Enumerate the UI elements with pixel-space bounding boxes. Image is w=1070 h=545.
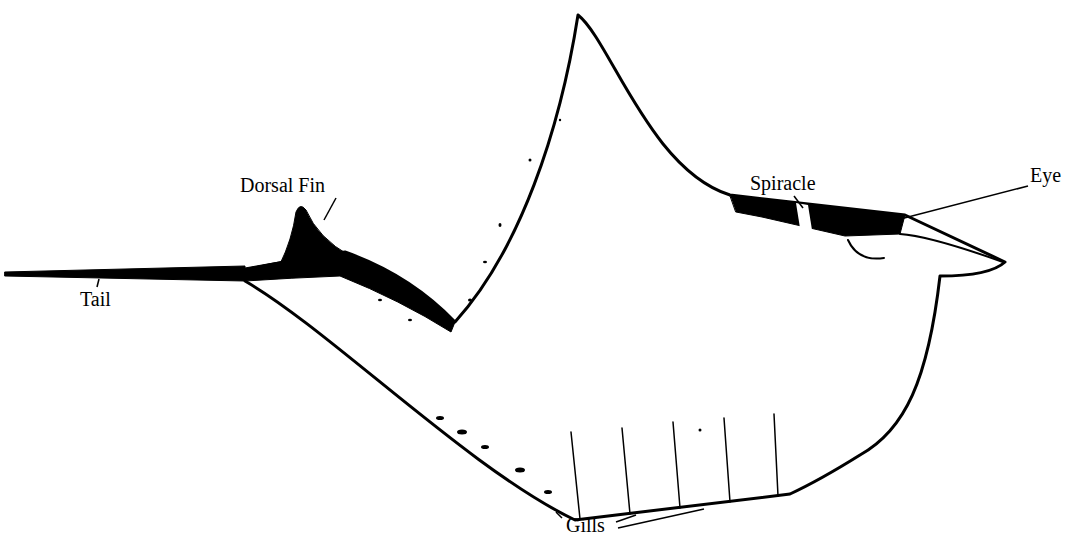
manta-ray bbox=[5, 15, 1005, 520]
part-label: Spiracle bbox=[750, 172, 816, 194]
back-strip bbox=[245, 252, 455, 332]
part-label: Eye bbox=[1030, 164, 1061, 186]
gill-slits bbox=[571, 414, 778, 519]
dorsal-fin-shape bbox=[280, 206, 350, 264]
mouth-line bbox=[848, 240, 884, 259]
leader-line bbox=[618, 509, 704, 528]
leader-line bbox=[616, 515, 636, 522]
spiracle-band bbox=[730, 195, 905, 236]
leader-line bbox=[794, 196, 803, 208]
part-label: Dorsal Fin bbox=[240, 174, 325, 196]
part-label: Gills bbox=[566, 514, 605, 536]
leader-line bbox=[885, 186, 1028, 223]
part-label: Tail bbox=[80, 288, 111, 310]
leader-line bbox=[97, 279, 99, 287]
leader-line bbox=[324, 198, 336, 220]
skin-spots bbox=[378, 119, 702, 494]
eye-dot bbox=[873, 221, 882, 230]
leader-line bbox=[556, 512, 562, 518]
body-outline bbox=[245, 15, 1005, 520]
tail-shape bbox=[5, 266, 245, 281]
leader-lines bbox=[97, 186, 1028, 528]
spiracle-slit bbox=[796, 203, 812, 230]
head-lobe bbox=[900, 234, 1003, 262]
